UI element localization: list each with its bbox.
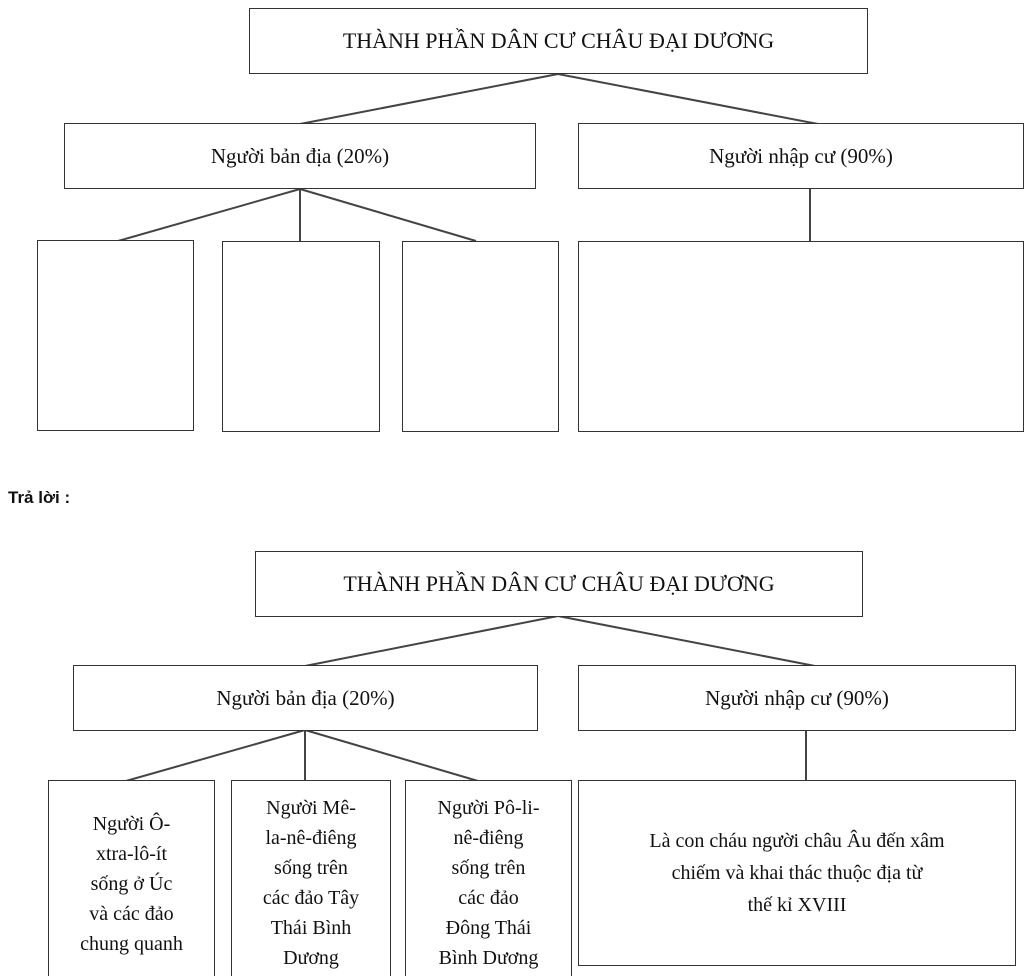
- answer-native-label: Người bản địa (20%): [216, 685, 395, 710]
- question-immigrant-box: Người nhập cư (90%): [578, 123, 1024, 189]
- answer-root-box: THÀNH PHẦN DÂN CƯ CHÂU ĐẠI DƯƠNG: [255, 551, 863, 617]
- answer-native-box: Người bản địa (20%): [73, 665, 538, 731]
- connector-line: [125, 729, 306, 782]
- question-leaf-box-4: [578, 241, 1024, 432]
- connector-line: [557, 73, 819, 125]
- connector-line: [299, 73, 559, 125]
- connector-line: [304, 615, 559, 667]
- question-root-label: THÀNH PHẦN DÂN CƯ CHÂU ĐẠI DƯƠNG: [342, 28, 775, 53]
- connector-line: [299, 188, 477, 242]
- connector-line: [304, 729, 479, 782]
- question-leaf-box-2: [222, 241, 380, 432]
- connector-line: [117, 188, 301, 242]
- answer-leaf-melanesian: Người Mê- la-nê-điêng sống trên các đảo …: [231, 780, 391, 976]
- question-native-label: Người bản địa (20%): [210, 143, 390, 168]
- question-leaf-box-3: [402, 241, 559, 432]
- answer-root-label: THÀNH PHẦN DÂN CƯ CHÂU ĐẠI DƯƠNG: [343, 571, 775, 596]
- answer-leaf-polynesian: Người Pô-li- nê-điêng sống trên các đảo …: [405, 780, 572, 976]
- question-leaf-box-1: [37, 240, 194, 431]
- answer-leaf-immigrant: Là con cháu người châu Âu đến xâm chiếm …: [578, 780, 1016, 966]
- question-root-box: THÀNH PHẦN DÂN CƯ CHÂU ĐẠI DƯƠNG: [249, 8, 868, 74]
- answer-immigrant-label: Người nhập cư (90%): [705, 685, 889, 710]
- answer-immigrant-box: Người nhập cư (90%): [578, 665, 1016, 731]
- connector-line: [557, 615, 816, 667]
- answer-leaf-australoid: Người Ô- xtra-lô-ít sống ở Úc và các đảo…: [48, 780, 215, 976]
- question-native-box: Người bản địa (20%): [64, 123, 536, 189]
- question-immigrant-label: Người nhập cư (90%): [709, 143, 893, 168]
- answer-label: Trả lời :: [8, 488, 71, 507]
